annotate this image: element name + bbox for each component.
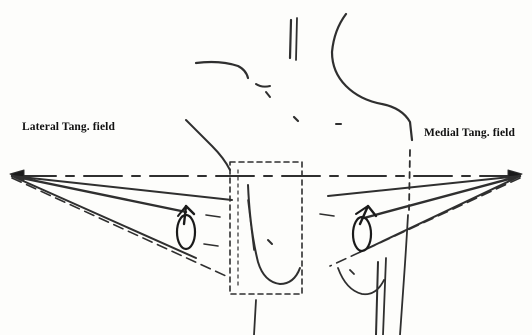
- medial-beam-bottom-ray: [330, 178, 520, 266]
- sternum-line-left: [254, 300, 256, 335]
- right-vertical-line-b: [383, 258, 386, 335]
- left-chest-curve: [186, 120, 230, 170]
- left-shoulder-line: [196, 62, 248, 78]
- neck-left-line-2: [296, 18, 297, 60]
- treatment-field-box: [230, 162, 302, 294]
- right-body-vertical: [409, 150, 410, 210]
- medial-field-label: Medial Tang. field: [424, 127, 532, 139]
- medial-gantry-icon: [353, 206, 376, 251]
- left-breast-contour: [248, 185, 300, 284]
- lateral-beam-mid-ray: [12, 176, 186, 212]
- left-shoulder-line-2: [256, 84, 270, 87]
- lateral-gantry-icon: [177, 206, 195, 249]
- nipple-mark: [268, 240, 272, 244]
- lateral-beam-lower-ray: [12, 176, 196, 258]
- lateral-dash-1: [206, 215, 220, 217]
- lateral-beam: [10, 170, 232, 276]
- mark-left: [266, 92, 270, 97]
- right-vertical-line-a: [376, 262, 378, 335]
- mark-center: [294, 117, 298, 121]
- medial-dash-1: [320, 214, 334, 216]
- medial-beam-mid-ray: [364, 176, 520, 218]
- medial-beam: [320, 170, 522, 266]
- right-neck-curve: [332, 14, 412, 140]
- medial-beam-upper-ray: [328, 176, 520, 196]
- lateral-beam-upper-ray: [12, 176, 232, 200]
- left-breast-inner: [248, 200, 254, 250]
- lateral-field-label: Lateral Tang. field: [22, 121, 115, 133]
- right-breast-mark: [350, 270, 354, 274]
- lateral-dash-2: [204, 244, 218, 246]
- neck-left-line: [290, 20, 291, 58]
